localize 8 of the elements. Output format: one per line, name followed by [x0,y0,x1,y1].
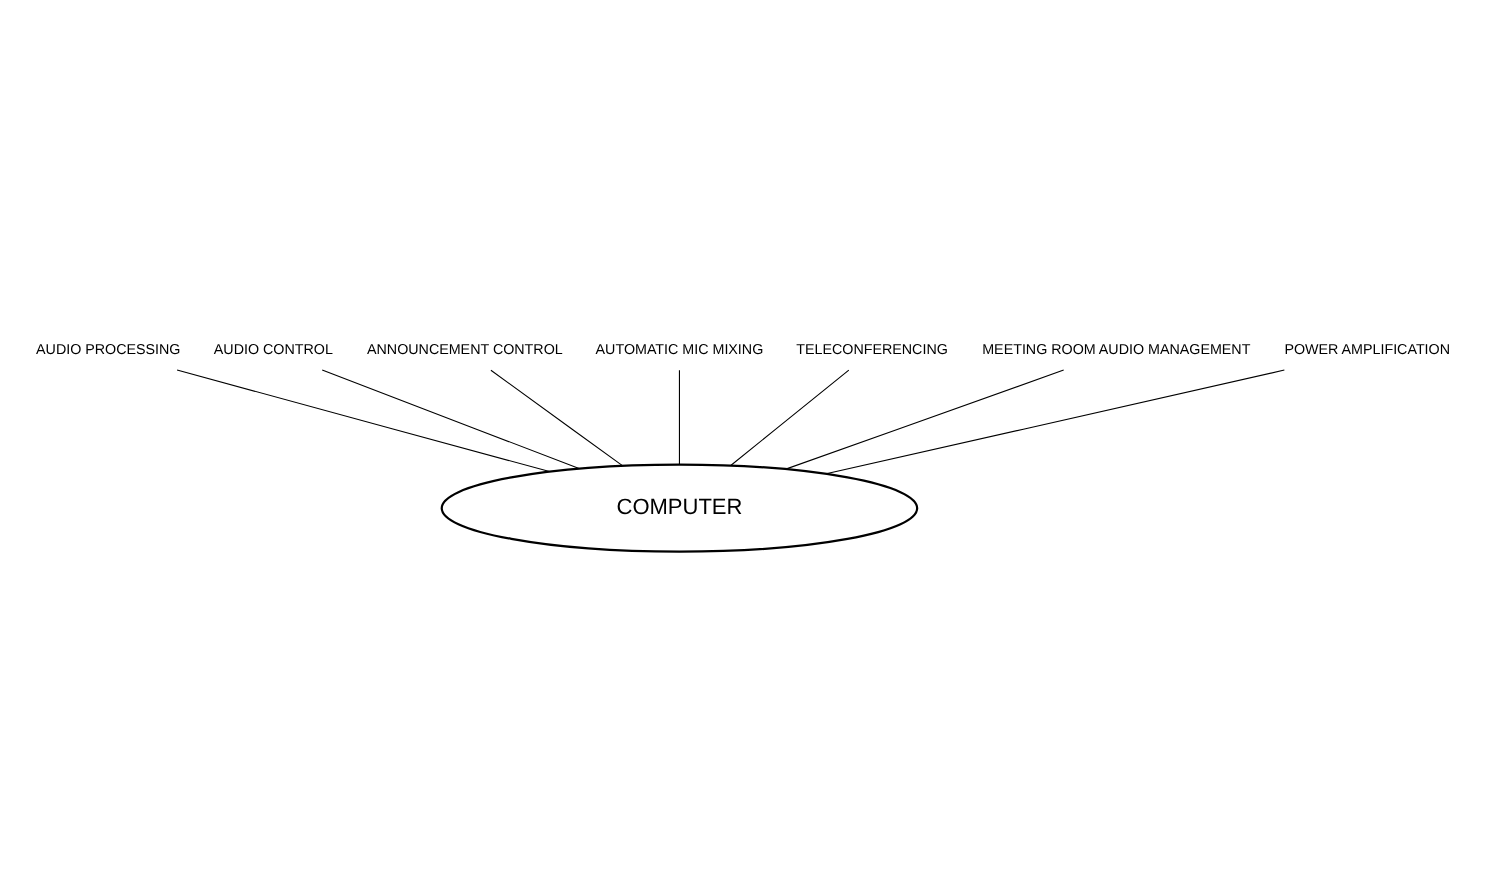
connector [321,368,580,469]
connector [785,368,1065,469]
connector [678,368,680,465]
connector [176,368,551,472]
connector [825,368,1285,474]
connector [490,368,624,466]
connector [730,368,850,465]
node-ellipse: COMPUTER [440,462,919,552]
